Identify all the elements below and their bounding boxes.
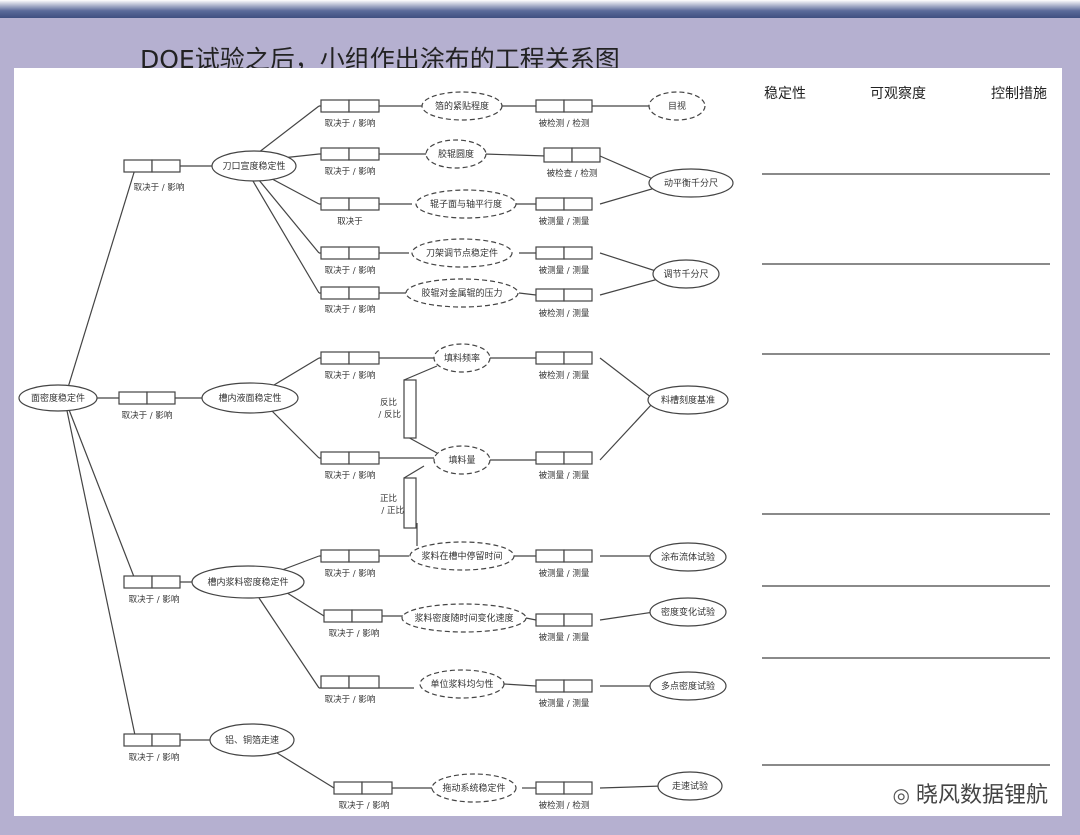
factor-foil-tightness: 箔的紧贴程度	[435, 100, 489, 112]
factor-density-change: 浆料密度随时间变化速度	[414, 612, 513, 624]
factor-residence-time: 浆料在槽中停留时间	[421, 550, 502, 562]
relationship-diagram: 稳定性 可观察度 控制措施 面密度稳定件 刀口宣度稳定性 槽内液面稳定性 槽内浆…	[18, 85, 1050, 811]
node-knife-gap: 刀口宣度稳定性	[222, 160, 285, 172]
header-control-measures: 控制措施	[991, 86, 1047, 102]
header-stability: 稳定性	[764, 86, 806, 102]
corr-direct: / 正比	[381, 505, 404, 516]
factor-roller-roundness: 胶辊圆度	[438, 148, 474, 160]
rel-label: 取决于 / 影响	[329, 628, 380, 639]
rel-label: 取决于 / 影响	[325, 118, 376, 129]
factor-roller-parallelism: 辊子面与轴平行度	[430, 198, 502, 210]
rel-label: 被测量 / 测量	[539, 470, 590, 481]
measure-balance-micrometer: 动平衡千分尺	[664, 177, 718, 189]
factor-fill-amount: 填料量	[448, 454, 475, 466]
root-node	[18, 384, 98, 412]
watermark: ◎晓风数据锂航	[893, 777, 1048, 809]
factor-fill-frequency: 填料频率	[444, 352, 480, 364]
rel-label: 取决于 / 影响	[129, 752, 180, 763]
measure-speed-test: 走速试验	[672, 780, 708, 792]
measure-multipoint-test: 多点密度试验	[661, 680, 715, 692]
rel-label: 取决于 / 影响	[325, 265, 376, 276]
measure-density-test: 密度变化试验	[661, 606, 715, 618]
rel-label: 被测量 / 测量	[539, 568, 590, 579]
node-slurry-density: 槽内浆料密度稳定件	[207, 576, 288, 588]
factor-uniformity: 单位浆料均匀性	[430, 678, 493, 690]
measure-visual: 目视	[668, 100, 686, 112]
rel-label: 取决于	[337, 216, 363, 227]
rel-label: 被检测 / 检测	[539, 118, 590, 129]
diagram-panel: 稳定性 可观察度 控制措施 面密度稳定件 刀口宣度稳定性 槽内液面稳定性 槽内浆…	[14, 68, 1062, 816]
rel-label: 取决于 / 影响	[325, 568, 376, 579]
corr-direct: 正比	[380, 493, 397, 504]
corr-inverse: 反比	[380, 397, 397, 408]
rel-label: 被测量 / 测量	[539, 265, 590, 276]
top-banner	[0, 0, 1080, 18]
corr-inverse: / 反比	[378, 409, 401, 420]
wechat-icon: ◎	[892, 783, 910, 807]
rel-label: 取决于 / 影响	[325, 166, 376, 177]
factor-roller-pressure: 胶辊对金属辊的压力	[421, 287, 502, 299]
rel-label: 取决于 / 影响	[325, 694, 376, 705]
factor-drive-system: 拖动系统稳定件	[442, 782, 505, 794]
rel-label: 被检测 / 测量	[539, 308, 590, 319]
rel-label: 取决于 / 影响	[134, 182, 185, 193]
rel-label: 被检测 / 测量	[539, 370, 590, 381]
rel-label: 取决于 / 影响	[325, 370, 376, 381]
measure-tank-scale: 料槽刻度基准	[661, 394, 715, 406]
rel-label: 取决于 / 影响	[339, 800, 390, 811]
node-liquid-level: 槽内液面稳定性	[218, 392, 281, 404]
watermark-text: 晓风数据锂航	[915, 783, 1048, 808]
rel-label: 被检测 / 检测	[539, 800, 590, 811]
root-node-label: 面密度稳定件	[31, 392, 85, 404]
factor-knife-adjust: 刀架调节点稳定件	[426, 247, 498, 259]
rel-label: 取决于 / 影响	[325, 304, 376, 315]
rel-label: 取决于 / 影响	[122, 410, 173, 421]
rel-label: 被检查 / 检测	[547, 168, 598, 179]
rel-label: 取决于 / 影响	[129, 594, 180, 605]
node-foil-speed: 铝、铜箔走速	[225, 734, 279, 746]
measure-adjust-micrometer: 调节千分尺	[663, 269, 708, 280]
rel-label: 被测量 / 测量	[539, 216, 590, 227]
header-observability: 可观察度	[870, 85, 926, 102]
rel-label: 被测量 / 测量	[539, 632, 590, 643]
rel-label: 被测量 / 测量	[539, 698, 590, 709]
rel-label: 取决于 / 影响	[325, 470, 376, 481]
measure-flow-test: 涂布流体试验	[661, 551, 715, 563]
